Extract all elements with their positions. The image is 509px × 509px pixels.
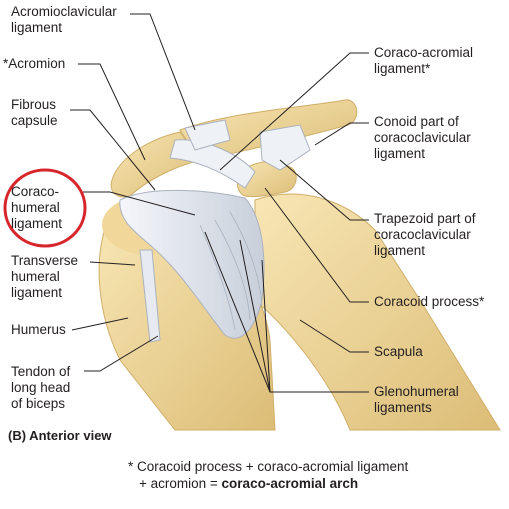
biceps-tendon-shape bbox=[139, 249, 161, 343]
footnote-line-2: + acromion = coraco-acromial arch bbox=[139, 475, 358, 492]
label-humerus: Humerus bbox=[11, 322, 66, 337]
label-acromioclavicular-ligament: Acromioclavicular ligament bbox=[11, 4, 117, 35]
acromioclavicular-band bbox=[184, 119, 231, 151]
label-fibrous-capsule: Fibrous capsule bbox=[11, 97, 58, 128]
clavicle-shape bbox=[179, 99, 358, 161]
coracoclavicular-band bbox=[259, 124, 311, 171]
scapula-shape bbox=[254, 193, 501, 431]
label-coracoid-process: Coracoid process* bbox=[374, 294, 485, 309]
footnote-line-2-prefix: + acromion = bbox=[139, 476, 222, 491]
footnote-line-2-bold: coraco-acromial arch bbox=[221, 476, 359, 491]
label-acromion: *Acromion bbox=[3, 56, 66, 71]
leader-lines bbox=[70, 13, 369, 393]
label-tendon-biceps: Tendon of long head of biceps bbox=[11, 364, 71, 411]
label-conoid-part: Conoid part of coracoclavicular ligament bbox=[374, 114, 471, 161]
highlight-circle bbox=[3, 168, 87, 248]
label-coracohumeral-ligament: Coraco- humeral ligament bbox=[11, 184, 63, 231]
label-scapula: Scapula bbox=[374, 344, 423, 359]
label-coraco-acromial-ligament: Coraco-acromial ligament* bbox=[374, 45, 474, 76]
label-trapezoid-part: Trapezoid part of coracoclavicular ligam… bbox=[374, 211, 476, 258]
figure-caption: (B) Anterior view bbox=[8, 428, 112, 443]
footnote-line-1: * Coracoid process + coraco-acromial lig… bbox=[128, 459, 409, 474]
glenohumeral-fibers bbox=[199, 211, 263, 331]
label-transverse-humeral-ligament: Transverse humeral ligament bbox=[11, 253, 79, 300]
label-glenohumeral-ligaments: Glenohumeral ligaments bbox=[374, 384, 459, 415]
